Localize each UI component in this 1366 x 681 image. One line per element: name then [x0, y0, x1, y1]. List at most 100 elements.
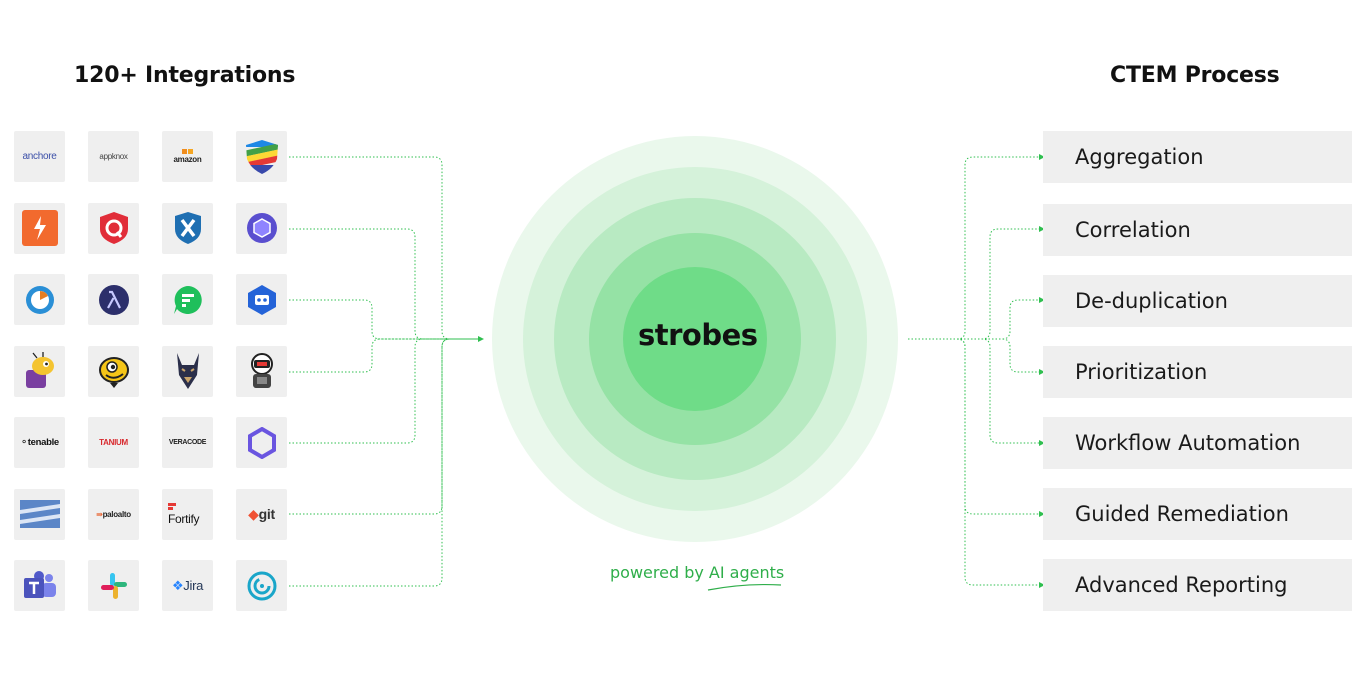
ctem-step-label: Aggregation [1075, 145, 1204, 169]
yellow-bird-icon [98, 357, 129, 388]
integration-connector [289, 338, 482, 587]
integrations-heading: 120+ Integrations [74, 63, 296, 88]
git-wordmark: ◆git [248, 506, 275, 523]
git-logo[interactable]: ◆git [236, 488, 287, 540]
paloalto-mark-icon: ⇛ [96, 509, 103, 519]
bolt-icon [21, 210, 58, 246]
tenable-logo[interactable]: ⚬tenable [14, 417, 65, 468]
ctem-step-de-duplication[interactable]: De-duplication [1043, 275, 1352, 327]
paloalto-wordmark: ⇛paloalto [96, 510, 131, 519]
striped-flag-icon[interactable] [14, 488, 65, 540]
ctem-connector [908, 299, 1040, 340]
striped-flag-icon [19, 500, 60, 528]
bee-mascot-icon [25, 352, 54, 388]
teal-circle-icon[interactable] [236, 560, 287, 611]
ctem-connector-arrowhead [1039, 582, 1045, 588]
tanium-wordmark: TANIUM [99, 438, 128, 447]
green-chat-icon [173, 285, 202, 314]
orange-bolt-icon[interactable] [14, 202, 65, 254]
qualys-shield-icon [99, 212, 128, 244]
ctem-step-workflow-automation[interactable]: Workflow Automation [1043, 417, 1352, 469]
chat-bubble-icon [25, 285, 54, 314]
git-text: git [258, 505, 276, 522]
hexagon-outline-icon [247, 426, 276, 459]
ctem-connector-arrowhead [1039, 440, 1045, 446]
fortify-mark-icon [168, 502, 176, 510]
ctem-step-aggregation[interactable]: Aggregation [1043, 131, 1352, 183]
yellow-bird-icon[interactable] [88, 345, 139, 397]
slack-icon [100, 572, 127, 599]
ctem-step-label: De-duplication [1075, 289, 1228, 313]
robot-hexagon-icon [247, 284, 276, 315]
teams-icon[interactable] [14, 560, 65, 611]
slack-icon[interactable] [88, 560, 139, 611]
tanium-logo[interactable]: TANIUM [88, 417, 139, 468]
tenable-wordmark: ⚬tenable [20, 437, 59, 448]
tenable-text: tenable [27, 437, 59, 448]
strobes-logo: strobes [638, 318, 758, 352]
fortify-logo[interactable]: Fortify [162, 488, 213, 540]
paloalto-logo[interactable]: ⇛paloalto [88, 488, 139, 540]
aws-cubes-icon [181, 149, 193, 154]
ctem-connector [908, 338, 1040, 444]
ctem-connector-arrowhead [1039, 297, 1045, 303]
doberman-icon [176, 353, 199, 389]
ctem-step-advanced-reporting[interactable]: Advanced Reporting [1043, 559, 1352, 611]
ctem-connector-arrowhead [1039, 226, 1045, 232]
blue-x-shield-icon[interactable] [162, 202, 213, 254]
jira-wordmark: ❖Jira [172, 578, 203, 594]
ctem-connector [908, 338, 1040, 586]
teams-icon [23, 570, 56, 598]
robot-mascot-icon[interactable] [236, 345, 287, 397]
doberman-icon[interactable] [162, 345, 213, 397]
integration-connector [289, 338, 482, 515]
ctem-connector-arrowhead [1039, 154, 1045, 160]
jira-logo[interactable]: ❖Jira [162, 560, 213, 611]
purple-hexagon-icon[interactable] [236, 202, 287, 254]
ctem-step-prioritization[interactable]: Prioritization [1043, 346, 1352, 398]
green-chat-icon[interactable] [162, 274, 213, 325]
ctem-connector [908, 228, 1040, 340]
blue-chat-bubble-icon[interactable] [14, 274, 65, 325]
bee-mascot-icon[interactable] [14, 345, 65, 397]
anchore-logo[interactable]: anchore [14, 131, 65, 182]
tagline-underline [707, 583, 782, 591]
blue-robot-icon[interactable] [236, 274, 287, 325]
anchore-wordmark: anchore [22, 151, 57, 162]
ctem-step-label: Prioritization [1075, 360, 1208, 384]
veracode-logo[interactable]: VERACODE [162, 417, 213, 468]
center-rings [492, 136, 898, 542]
integration-connector [289, 338, 482, 373]
git-diamond-icon: ◆ [248, 505, 259, 522]
amazon-web-services-logo[interactable]: amazon [162, 131, 213, 182]
ctem-step-label: Correlation [1075, 218, 1191, 242]
appknox-wordmark: appknox [99, 152, 128, 161]
hexagon-outline-icon[interactable] [236, 417, 287, 468]
jira-text: Jira [183, 577, 204, 593]
integration-logo-grid: anchore appknox amazon [14, 131, 287, 611]
ctem-connector [908, 156, 1040, 340]
veracode-wordmark: VERACODE [168, 439, 207, 446]
ctem-connector [908, 338, 1040, 515]
qualys-icon[interactable] [88, 202, 139, 254]
integration-connector [289, 299, 482, 340]
ctem-connector-arrowhead [1039, 511, 1045, 517]
paloalto-text: paloalto [102, 509, 132, 519]
ctem-process-heading: CTEM Process [1110, 63, 1280, 88]
teal-circle-icon [247, 571, 276, 600]
integration-connector [289, 228, 482, 340]
fortify-wordmark: Fortify [168, 511, 200, 526]
ctem-step-guided-remediation[interactable]: Guided Remediation [1043, 488, 1352, 540]
integration-connector [289, 338, 482, 444]
amazon-wordmark: amazon [173, 155, 202, 164]
integration-connector [289, 156, 482, 340]
jira-mark-icon: ❖ [171, 577, 184, 593]
left-connector-arrowhead [478, 336, 484, 342]
lambda-icon[interactable] [88, 274, 139, 325]
ctem-step-correlation[interactable]: Correlation [1043, 204, 1352, 256]
ctem-step-label: Workflow Automation [1075, 431, 1301, 455]
appknox-logo[interactable]: appknox [88, 131, 139, 182]
rainbow-shield-icon[interactable] [236, 131, 287, 182]
tagline: powered by AI agents [610, 563, 785, 582]
